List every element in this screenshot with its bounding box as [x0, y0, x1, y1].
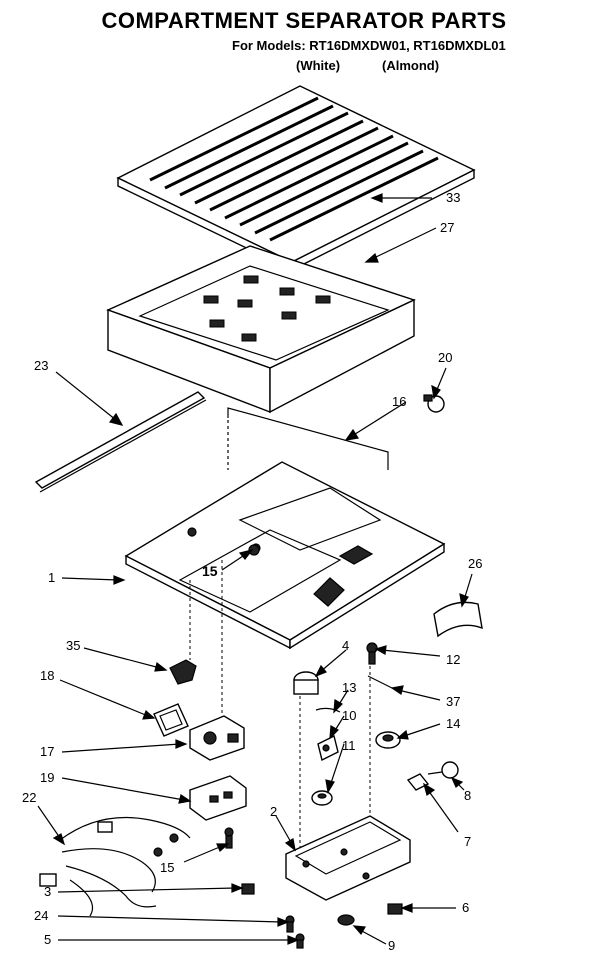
part-18-bezel: [153, 703, 189, 737]
part-3-clip: [241, 883, 255, 895]
callout-3: 3: [44, 884, 51, 899]
part-15-screw-a: [248, 544, 260, 556]
callout-19: 19: [40, 770, 54, 785]
part-8-cap: [427, 761, 459, 779]
part-2-control-base: [285, 815, 411, 901]
callout-6: 6: [462, 900, 469, 915]
callout-7: 7: [464, 834, 471, 849]
part-16-wire-rod: [227, 407, 389, 470]
part-23-trim-bar: [34, 391, 207, 493]
callout-9: 9: [388, 938, 395, 953]
part-22-wiring-harness: [39, 816, 191, 917]
callout-33: 33: [446, 190, 460, 205]
callout-15-b: 15: [160, 860, 174, 875]
callout-15-a: 15: [202, 563, 218, 579]
callout-8: 8: [464, 788, 471, 803]
callout-16: 16: [392, 394, 406, 409]
callout-23: 23: [34, 358, 48, 373]
part-17-control-housing: [189, 715, 245, 761]
callout-22: 22: [22, 790, 36, 805]
part-11-grommet: [311, 790, 333, 806]
variant-almond: (Almond): [382, 58, 440, 73]
part-33-shelf-grille: [116, 85, 476, 272]
callout-12: 12: [446, 652, 460, 667]
part-6-switch: [387, 903, 403, 915]
callout-11: 11: [342, 738, 356, 753]
diagram-title: COMPARTMENT SEPARATOR PARTS: [101, 8, 507, 33]
part-4-damper: [293, 671, 319, 695]
callout-18: 18: [40, 668, 54, 683]
part-14-knob: [375, 731, 401, 749]
variant-white: (White): [296, 58, 341, 73]
callout-35: 35: [66, 638, 80, 653]
part-1-separator-pan: [124, 461, 446, 650]
part-5-screw: [295, 933, 305, 949]
part-13-spring: [315, 707, 341, 713]
part-27-tray-frame: [106, 245, 416, 414]
part-26-cover: [433, 601, 483, 638]
callout-13: 13: [342, 680, 356, 695]
callout-26: 26: [468, 556, 482, 571]
part-10-thermostat: [317, 734, 339, 762]
part-15-screw-b: [224, 827, 234, 849]
part-24-screw: [285, 915, 295, 933]
part-12-screw: [366, 642, 378, 665]
callout-20: 20: [438, 350, 452, 365]
callout-2: 2: [270, 804, 277, 819]
leader-lines: [37, 193, 473, 945]
callout-10: 10: [342, 708, 356, 723]
callout-14: 14: [446, 716, 460, 731]
models-line: For Models: RT16DMXDW01, RT16DMXDL01: [232, 38, 506, 53]
callout-4: 4: [342, 638, 349, 653]
part-19-bracket: [189, 775, 247, 821]
part-7-bracket: [406, 773, 430, 791]
callout-1: 1: [48, 570, 55, 585]
callout-5: 5: [44, 932, 51, 947]
part-9-nut: [337, 914, 355, 926]
callout-24: 24: [34, 908, 48, 923]
part-35-clip: [169, 659, 197, 685]
callout-17: 17: [40, 744, 54, 759]
callout-27: 27: [440, 220, 454, 235]
callout-37: 37: [446, 694, 460, 709]
